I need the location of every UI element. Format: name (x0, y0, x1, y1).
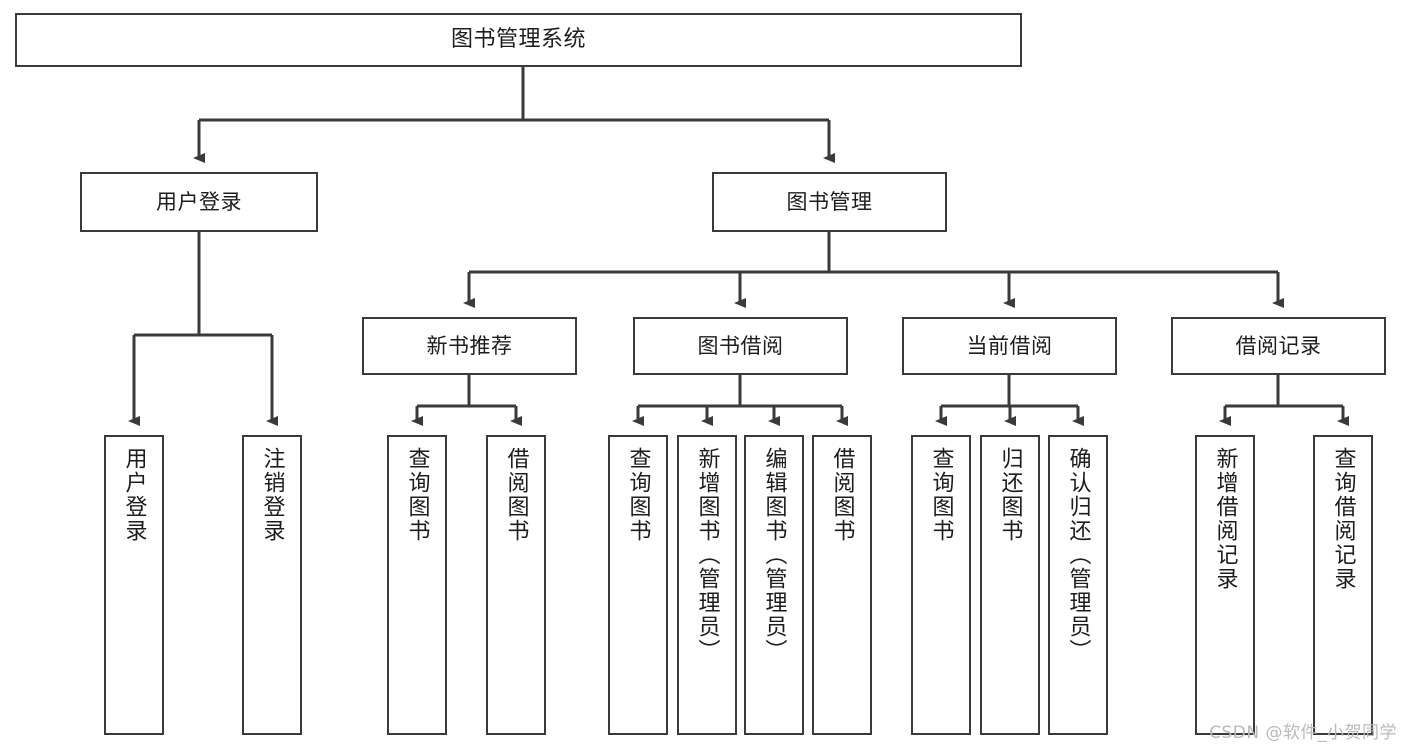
leaf-logout[interactable]: 注销登录 (242, 435, 302, 735)
leaf-borrow-book[interactable]: 借阅图书 (812, 435, 872, 735)
leaf-add-borrow-record[interactable]: 新增借阅记录 (1195, 435, 1255, 735)
leaf-query-book-recommend[interactable]: 查询图书 (387, 435, 447, 735)
node-current-borrow-label: 当前借阅 (966, 333, 1053, 358)
leaf-return-book-label: 归还图书 (997, 447, 1023, 543)
node-current-borrow[interactable]: 当前借阅 (902, 317, 1117, 375)
leaf-borrow-book-recommend-label: 借阅图书 (503, 447, 529, 543)
leaf-edit-book-admin[interactable]: 编辑图书（管理员） (744, 435, 804, 735)
leaf-return-book[interactable]: 归还图书 (980, 435, 1040, 735)
leaf-confirm-return-admin[interactable]: 确认归还（管理员） (1048, 435, 1108, 735)
leaf-query-borrow-record-label: 查询借阅记录 (1330, 447, 1356, 591)
node-user-login-label: 用户登录 (156, 189, 242, 214)
leaf-borrow-book-label: 借阅图书 (829, 447, 855, 543)
node-borrow-record-label: 借阅记录 (1235, 333, 1322, 358)
leaf-query-book-current[interactable]: 查询图书 (911, 435, 971, 735)
node-new-book-recommend-label: 新书推荐 (426, 333, 513, 358)
node-root-label: 图书管理系统 (450, 27, 586, 53)
node-user-login[interactable]: 用户登录 (80, 172, 318, 232)
node-book-management-label: 图书管理 (786, 189, 873, 214)
leaf-logout-label: 注销登录 (259, 447, 285, 543)
leaf-query-book-borrow[interactable]: 查询图书 (608, 435, 668, 735)
node-book-borrow-label: 图书借阅 (697, 333, 784, 358)
leaf-edit-book-admin-label: 编辑图书（管理员） (761, 447, 787, 663)
node-new-book-recommend[interactable]: 新书推荐 (362, 317, 577, 375)
leaf-query-borrow-record[interactable]: 查询借阅记录 (1313, 435, 1373, 735)
node-book-borrow[interactable]: 图书借阅 (633, 317, 848, 375)
leaf-borrow-book-recommend[interactable]: 借阅图书 (486, 435, 546, 735)
leaf-user-login-label: 用户登录 (121, 447, 147, 543)
node-root[interactable]: 图书管理系统 (15, 13, 1022, 67)
leaf-query-book-current-label: 查询图书 (928, 447, 954, 543)
leaf-query-book-borrow-label: 查询图书 (625, 447, 651, 543)
node-borrow-record[interactable]: 借阅记录 (1171, 317, 1386, 375)
leaf-add-book-admin-label: 新增图书（管理员） (694, 447, 720, 663)
leaf-add-book-admin[interactable]: 新增图书（管理员） (677, 435, 737, 735)
node-book-management[interactable]: 图书管理 (712, 172, 947, 232)
leaf-query-book-recommend-label: 查询图书 (404, 447, 430, 543)
leaf-confirm-return-admin-label: 确认归还（管理员） (1065, 447, 1091, 663)
leaf-user-login[interactable]: 用户登录 (104, 435, 164, 735)
leaf-add-borrow-record-label: 新增借阅记录 (1212, 447, 1238, 591)
